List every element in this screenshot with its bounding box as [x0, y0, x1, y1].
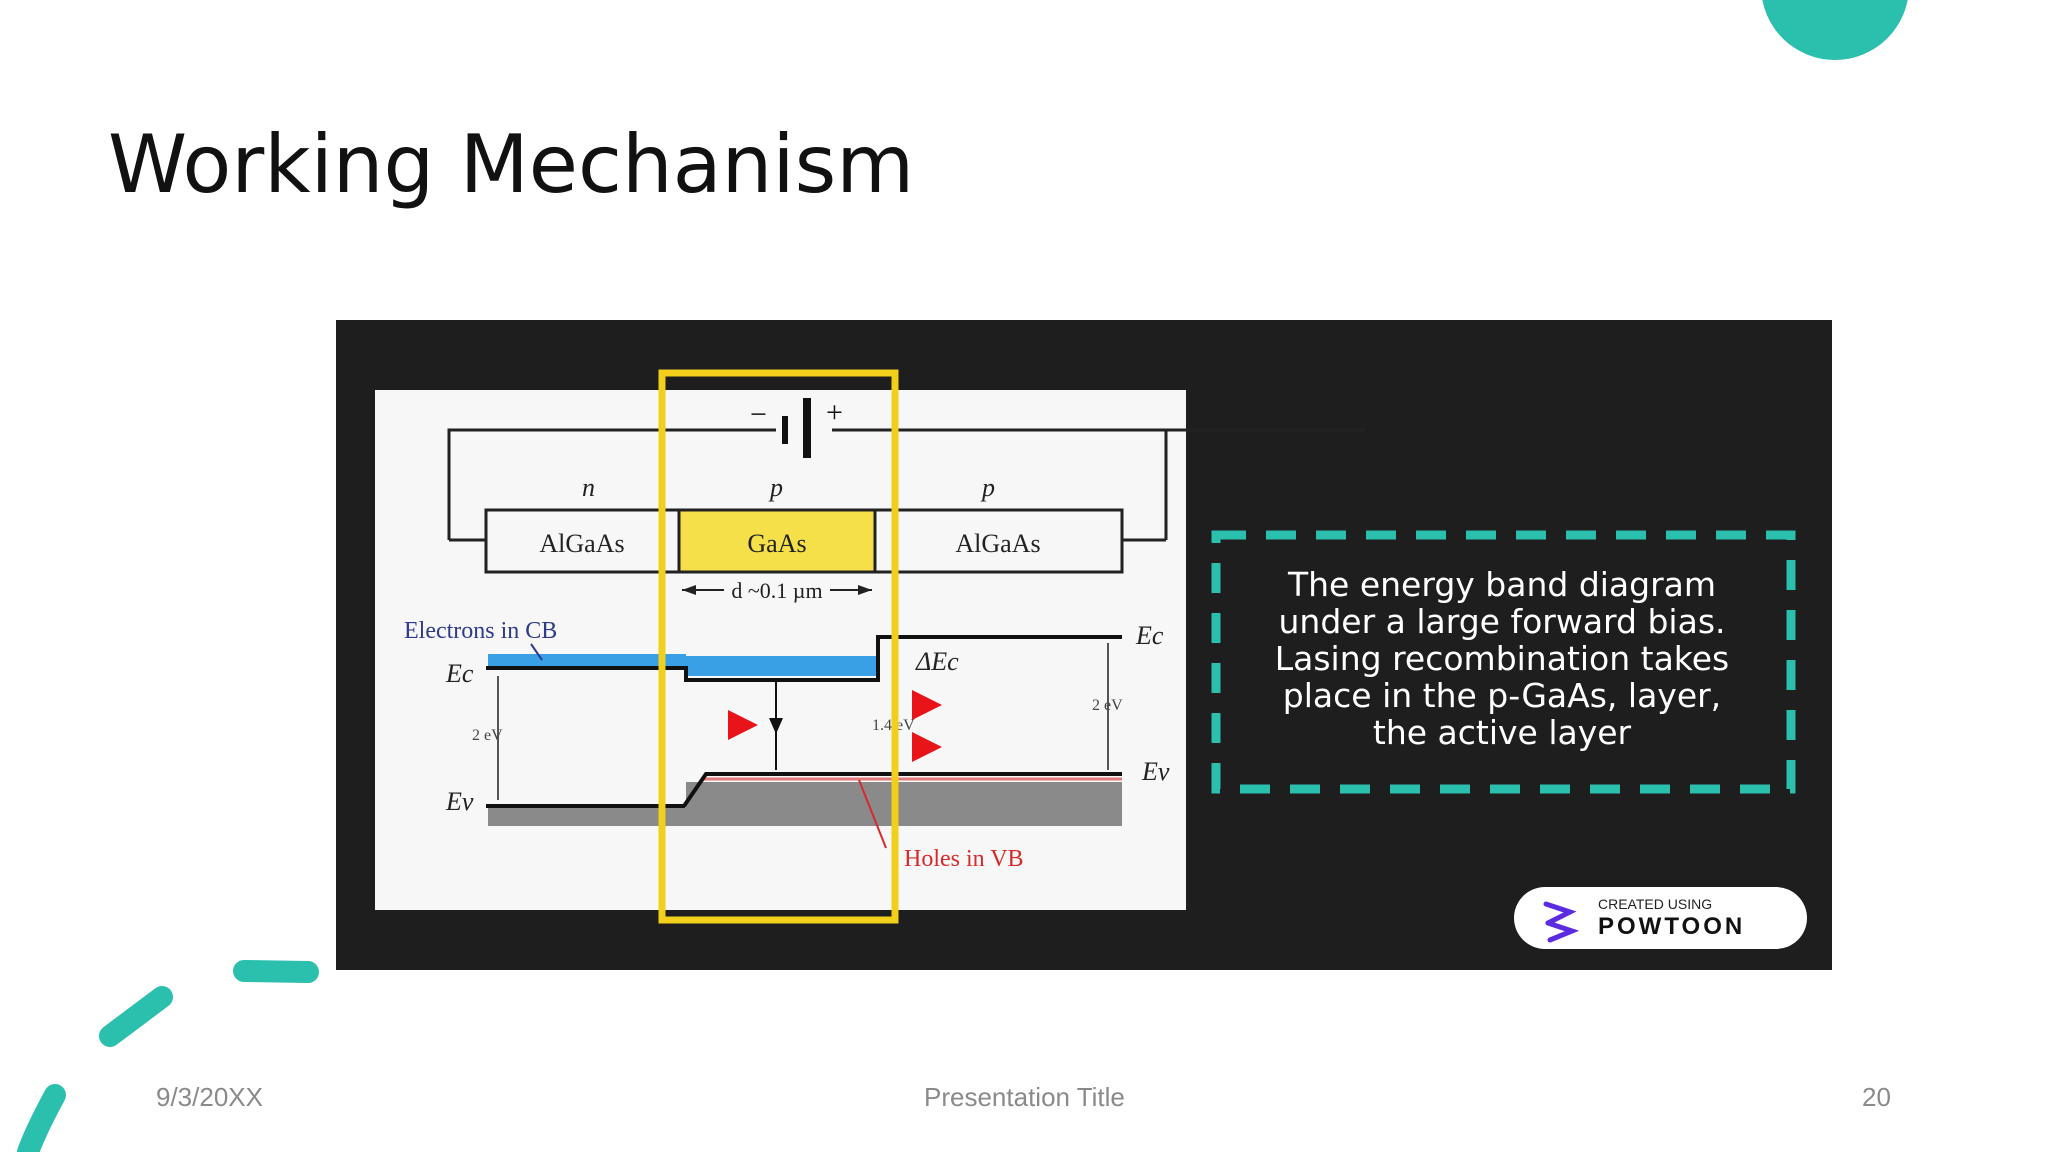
active-layer-highlight	[658, 369, 899, 924]
footer-date: 9/3/20XX	[156, 1082, 263, 1112]
gap-left-label: 2 eV	[472, 727, 503, 744]
caption-line-5: the active layer	[1373, 713, 1632, 752]
energy-band-diagram: − + n p p AlGaAs GaAs AlGaAs d ~0.1 µm	[375, 369, 1807, 949]
battery-minus-label: −	[750, 398, 767, 431]
ec-left-label: Ec	[445, 659, 474, 688]
photon-marker-left[interactable]	[728, 710, 758, 740]
caption-box	[1211, 530, 1796, 794]
conduction-band-edge	[486, 635, 1122, 682]
diagram-background	[375, 390, 1186, 910]
layer-p-right-label: p	[980, 473, 995, 502]
thickness-arrowhead-right	[858, 585, 872, 595]
electrons-cb-fill-left	[488, 654, 686, 666]
caption-line-4: place in the p-GaAs, layer,	[1283, 676, 1721, 715]
thickness-arrowhead-left	[682, 585, 696, 595]
algaas-right-layer	[873, 508, 1124, 574]
algaas-right-text: AlGaAs	[955, 529, 1040, 558]
algaas-left-text: AlGaAs	[539, 529, 624, 558]
ev-right-label: Ev	[1141, 757, 1170, 786]
badge-powtoon: POWTOON	[1598, 913, 1745, 940]
holes-pointer	[858, 779, 887, 849]
electrons-pointer	[530, 643, 543, 661]
battery-plus-label: +	[826, 396, 843, 429]
electrons-cb-fill-center	[686, 660, 876, 676]
valence-band-fill	[488, 782, 1122, 826]
footer-page-number: 20	[1862, 1082, 1891, 1112]
powtoon-logo-icon	[1543, 901, 1580, 943]
caption-line-2: under a large forward bias.	[1279, 602, 1726, 641]
photon-marker-right-top[interactable]	[912, 690, 942, 720]
video-frame[interactable]: − + n p p AlGaAs GaAs AlGaAs d ~0.1 µm	[336, 320, 1832, 970]
holes-in-vb-label: Holes in VB	[904, 846, 1024, 872]
ec-right-label: Ec	[1135, 621, 1164, 650]
caption-line-3: Lasing recombination takes	[1275, 639, 1730, 678]
algaas-left-layer	[484, 508, 681, 574]
layer-n-label: n	[582, 473, 595, 502]
footer-presentation-title: Presentation Title	[924, 1082, 1125, 1112]
delta-ec-label: ΔEc	[915, 647, 959, 676]
teal-circle-decoration	[1762, 0, 1908, 60]
gap-right-label: 2 eV	[1092, 697, 1123, 714]
thickness-label: d ~0.1 µm	[731, 578, 822, 603]
badge-created-using: CREATED USING	[1598, 896, 1712, 912]
gaas-layer	[677, 508, 877, 574]
teal-dash-decoration	[17, 960, 319, 1152]
valence-band-edge	[486, 772, 1122, 808]
gaas-text: GaAs	[747, 529, 806, 558]
slide-title: Working Mechanism	[108, 118, 915, 211]
caption-line-1: The energy band diagram	[1287, 565, 1716, 604]
recombination-arrowhead	[769, 718, 783, 734]
photon-marker-right-bottom[interactable]	[912, 732, 942, 762]
thickness-label-bg	[724, 575, 830, 603]
powtoon-badge[interactable]: CREATED USING POWTOON	[1514, 887, 1807, 949]
ev-left-label: Ev	[445, 787, 474, 816]
powtoon-badge-bg	[1514, 887, 1807, 949]
layer-p-label: p	[768, 473, 783, 502]
electrons-in-cb-label: Electrons in CB	[404, 618, 557, 644]
